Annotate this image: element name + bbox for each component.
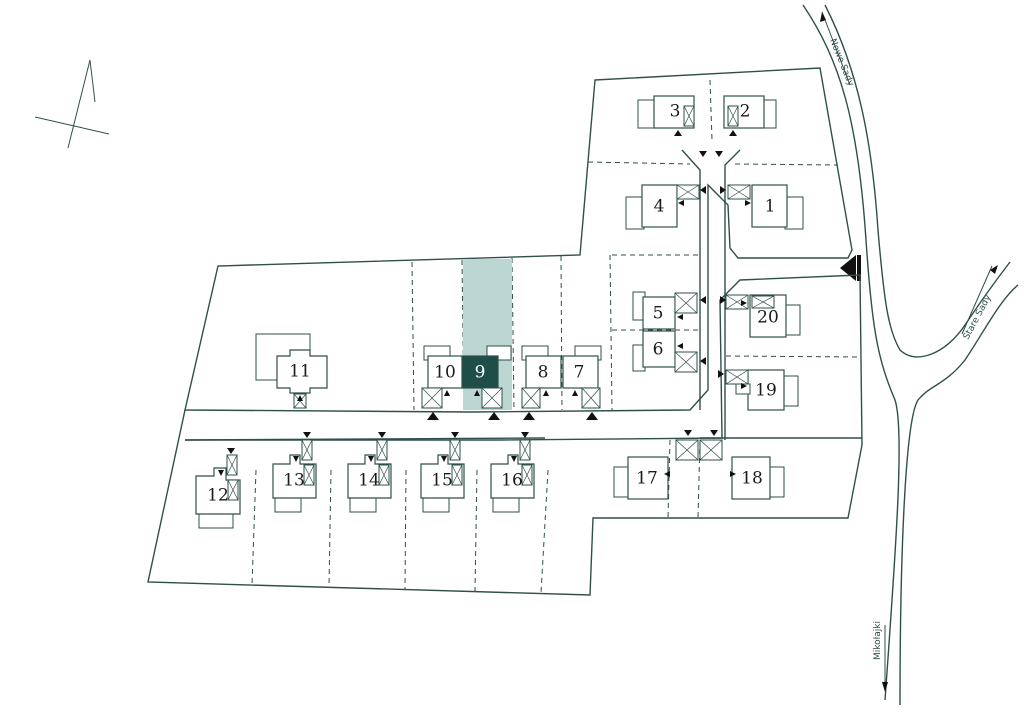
plot-8-label: 8 — [538, 363, 549, 383]
street-label-stare-sady: Stare Sady — [962, 293, 994, 341]
plot-7[interactable]: 7 — [562, 345, 602, 409]
plot-11[interactable]: 11 — [255, 333, 328, 409]
plot-18[interactable]: 18 — [699, 430, 785, 500]
plot-12-label: 12 — [207, 486, 229, 506]
plot-1[interactable]: 1 — [727, 184, 804, 230]
plot-1-label: 1 — [765, 197, 776, 217]
plot-12[interactable]: 12 — [195, 448, 241, 529]
plot-4[interactable]: 4 — [625, 184, 700, 230]
plot-10[interactable]: 10 — [421, 345, 463, 409]
plot-14-label: 14 — [358, 471, 380, 491]
plot-5[interactable]: 5 — [632, 291, 698, 330]
plot-15-label: 15 — [431, 471, 453, 491]
plot-2[interactable]: 2 — [723, 95, 777, 136]
roads: Nowe Sady Stare Sady Mikołajki — [802, 4, 1019, 706]
plot-16[interactable]: 16 — [490, 432, 535, 513]
street-label-nowe-sady: Nowe Sady — [827, 37, 855, 88]
plot-15[interactable]: 15 — [420, 432, 465, 513]
plot-16-label: 16 — [501, 471, 523, 491]
plot-2-label: 2 — [740, 102, 751, 122]
plot-3-label: 3 — [670, 102, 681, 122]
plot-6-label: 6 — [653, 340, 664, 360]
plot-13[interactable]: 13 — [272, 432, 317, 513]
plot-14[interactable]: 14 — [347, 432, 392, 513]
plot-9[interactable]: 9 — [461, 345, 512, 409]
plot-20-label: 20 — [757, 308, 779, 328]
plot-9-label: 9 — [475, 363, 486, 383]
plot-11-label: 11 — [289, 362, 311, 382]
plot-4-label: 4 — [654, 197, 665, 217]
plot-8[interactable]: 8 — [521, 345, 562, 409]
plot-18-label: 18 — [741, 469, 763, 489]
street-label-mikolajki: Mikołajki — [873, 621, 883, 660]
access-markers — [427, 151, 726, 420]
plot-3[interactable]: 3 — [637, 95, 695, 136]
plot-7-label: 7 — [574, 363, 585, 383]
plot-17[interactable]: 17 — [613, 430, 699, 500]
entrance-marker-icon — [840, 255, 861, 281]
plot-9-house[interactable] — [461, 355, 499, 389]
plot-5-label: 5 — [653, 304, 664, 324]
plot-6[interactable]: 6 — [632, 330, 698, 373]
plot-19-label: 19 — [755, 381, 777, 401]
plot-19[interactable]: 19 — [725, 369, 799, 411]
plot-13-label: 13 — [283, 471, 305, 491]
north-arrow-icon — [34, 59, 110, 149]
estate-boundary — [184, 67, 853, 413]
plot-10-label: 10 — [434, 363, 456, 383]
plot-17-label: 17 — [636, 469, 658, 489]
plot-20[interactable]: 20 — [725, 294, 801, 338]
